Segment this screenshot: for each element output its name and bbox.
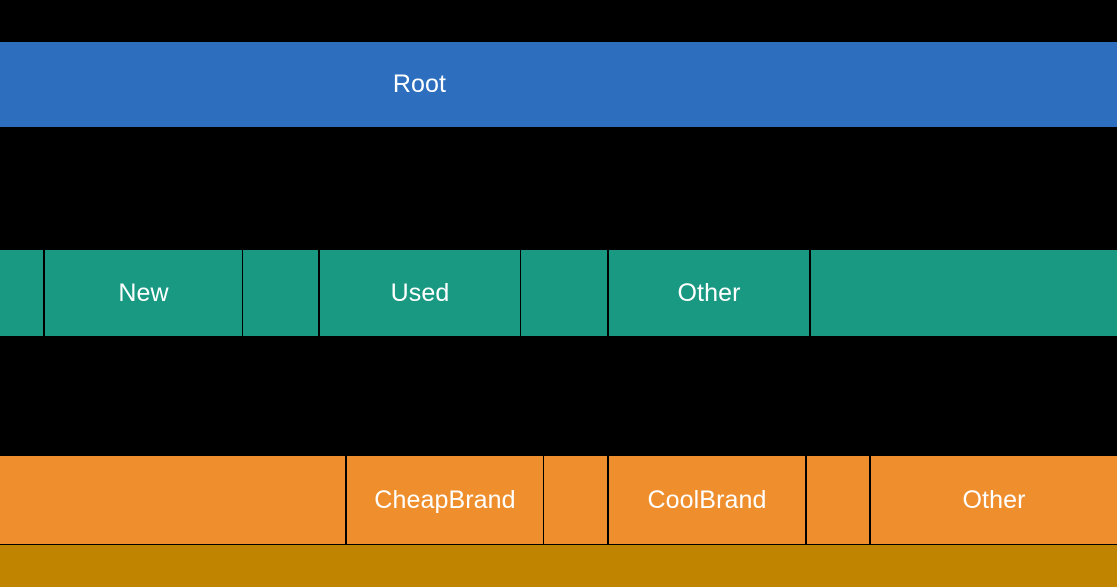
icicle-node-unlabeled[interactable] [0,456,345,544]
icicle-node-unlabeled[interactable] [811,250,1117,336]
icicle-node-label: New [118,278,169,307]
icicle-node-root[interactable]: Root [318,42,521,127]
icicle-node-other[interactable]: Other [871,456,1117,544]
icicle-node-used[interactable]: Used [320,250,520,336]
icicle-node-label: Root [392,70,447,98]
icicle-level-brand-level: CheapBrand CoolBrand Other [0,456,1117,544]
icicle-node-label: CoolBrand [647,485,767,514]
icicle-node-label: Used [390,278,450,307]
icicle-level-leaf-level [0,545,1117,587]
icicle-node-unlabeled[interactable] [243,250,318,336]
icicle-node-cheapbrand[interactable]: CheapBrand [347,456,543,544]
icicle-level-condition-level: New Used Other [0,250,1117,336]
icicle-node-unlabeled[interactable] [807,456,869,544]
icicle-node-new[interactable]: New [45,250,242,336]
icicle-node-unlabeled[interactable] [0,545,1117,587]
icicle-node-unlabeled[interactable] [0,42,318,127]
icicle-node-label: Other [962,485,1026,514]
icicle-node-other[interactable]: Other [609,250,809,336]
icicle-level-root-level: Root [0,42,1117,127]
icicle-node-unlabeled[interactable] [0,250,43,336]
icicle-node-unlabeled[interactable] [521,250,607,336]
icicle-node-label: Other [677,278,741,307]
icicle-node-label: CheapBrand [374,485,516,514]
icicle-node-unlabeled[interactable] [521,42,1117,127]
icicle-node-unlabeled[interactable] [544,456,607,544]
icicle-node-coolbrand[interactable]: CoolBrand [609,456,805,544]
